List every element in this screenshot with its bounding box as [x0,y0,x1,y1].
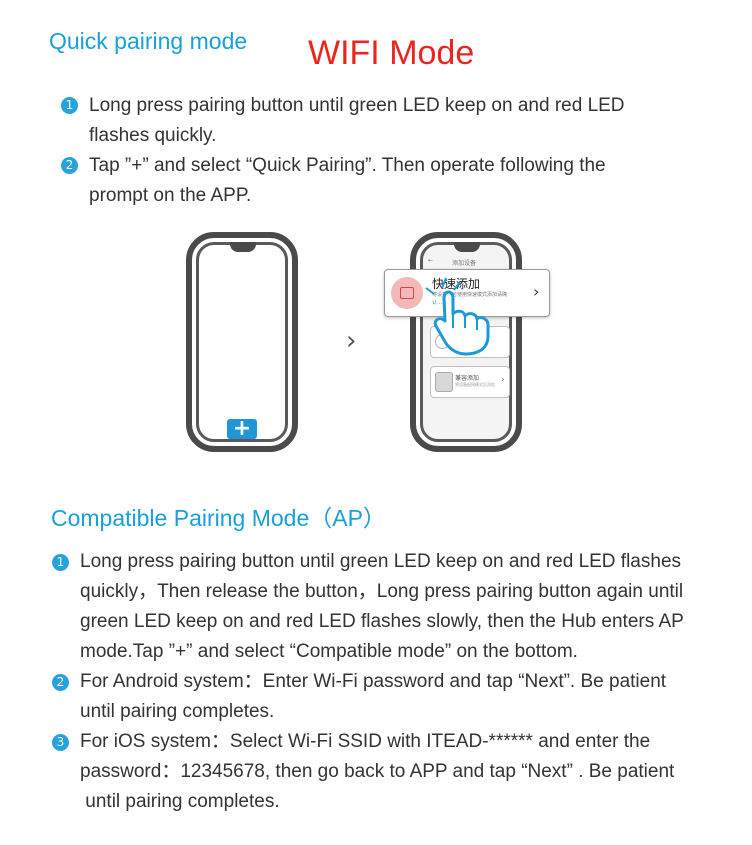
compatible-pairing-heading: Compatible Pairing Mode（AP） [51,505,386,531]
step-number-badge: 1 [61,97,78,114]
phone-screen [196,242,288,442]
compat-step-1-line-3: green LED keep on and red LED flashes sl… [80,611,684,632]
quick-add-icon-bg [391,277,423,309]
tap-line [425,287,435,295]
tapping-hand-icon [425,277,490,356]
back-arrow-icon[interactable]: ← [428,257,434,264]
compat-step-1-line-2: quickly，Then release the button，Long pre… [80,581,684,602]
finger-lines [452,314,478,330]
compat-step-1-line-1: Long press pairing button until green LE… [80,551,682,572]
step-number-badge: 2 [61,157,78,174]
popup-subtitle-1: 将设备，可使用快速模式添加请确 [432,292,508,298]
phone-home-illustration: + [186,232,298,452]
wifi-mode-title: WIFI Mode [308,34,475,72]
phone-notch [230,242,256,252]
phone-notch [454,242,480,252]
screen-title: 添加设备 [452,260,477,267]
quick-step-1-line-1: Long press pairing button until green LE… [89,95,625,116]
card-title: 兼容添加 [455,375,480,382]
compat-step-1-line-4: mode.Tap ”+” and select “Compatible mode… [80,641,578,662]
quick-add-popup[interactable]: 快速添加 将设备，可使用快速模式添加请确 认… › [384,269,550,317]
step-number-badge: 3 [52,734,69,751]
quick-step-2-line-2: prompt on the APP. [89,185,252,206]
quick-pairing-heading: Quick pairing mode [49,28,248,54]
compat-step-2-line-2: until pairing completes. [80,701,275,722]
card-subtitle: 将设备配网模式后添加 [455,382,495,387]
compat-step-3-line-2: password：12345678, then go back to APP a… [80,761,675,782]
chevron-right-icon: › [501,375,505,385]
tap-line [441,277,447,289]
tap-line [453,281,461,291]
chevron-right-icon: › [533,282,540,301]
popup-subtitle-2: 认… [432,300,443,306]
compat-step-3-line-3: until pairing completes. [80,791,280,812]
add-plus-button[interactable]: + [227,418,257,440]
next-arrow-icon: › [346,326,357,356]
compat-step-2-line-1: For Android system：Enter Wi-Fi password … [80,671,667,692]
hand-outline [433,290,490,356]
quick-step-1-line-2: flashes quickly. [89,125,217,146]
compat-step-3-line-1: For iOS system：Select Wi-Fi SSID with IT… [80,731,651,752]
compatible-add-card[interactable]: 兼容添加 将设备配网模式后添加 › [430,366,510,398]
step-number-badge: 2 [52,674,69,691]
quick-step-2-line-1: Tap ”+” and select “Quick Pairing”. Then… [89,155,606,176]
wifi-device-icon [435,372,453,392]
step-number-badge: 1 [52,554,69,571]
quick-add-icon [400,287,414,299]
